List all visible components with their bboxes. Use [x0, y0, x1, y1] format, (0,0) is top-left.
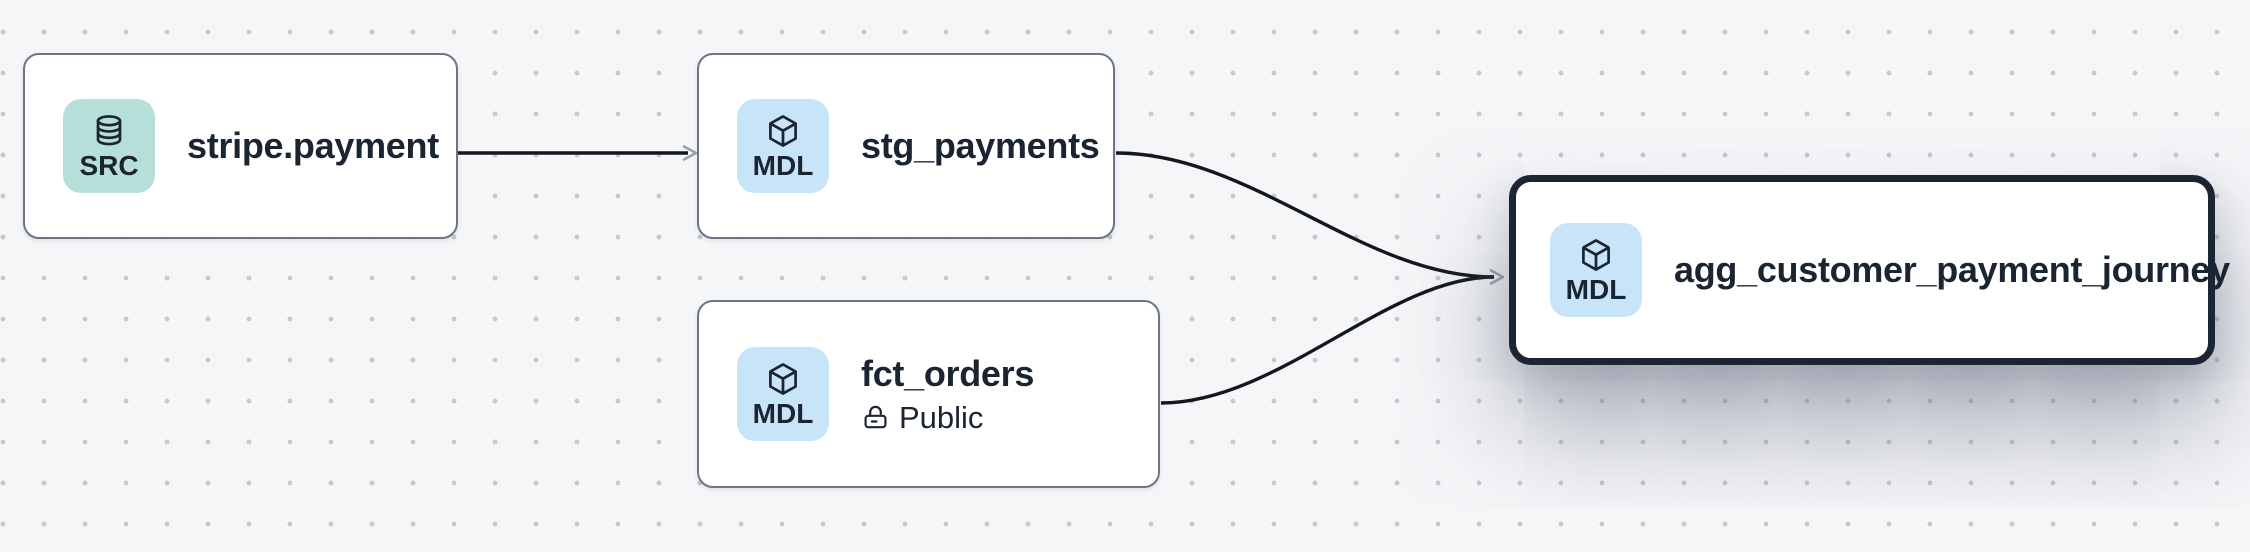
node-label: fct_orders — [861, 352, 1035, 394]
mdl-badge: MDL — [737, 347, 829, 441]
cube-icon — [769, 114, 797, 147]
lock-open-icon — [864, 405, 887, 429]
edge-fct-to-agg — [1160, 275, 1495, 405]
node-label: stg_payments — [861, 125, 1100, 166]
visibility-label: Public — [899, 399, 984, 435]
node-agg-customer-payment-journey[interactable]: MDL agg_customer_payment_journey — [1509, 175, 2230, 365]
cube-icon — [769, 362, 797, 395]
badge-label: MDL — [1565, 273, 1627, 305]
database-icon — [96, 114, 122, 145]
node-fct-orders[interactable]: MDL fct_orders Public — [697, 300, 1160, 488]
node-label: stripe.payment — [187, 125, 439, 166]
arrowhead-into-stg — [682, 145, 698, 161]
node-stg-payments[interactable]: MDL stg_payments — [697, 53, 1115, 239]
mdl-badge: MDL — [737, 99, 829, 193]
src-badge: SRC — [63, 99, 155, 193]
edge-stg-to-agg — [1115, 151, 1495, 279]
arrowhead-into-agg — [1489, 269, 1505, 285]
node-stripe-payment[interactable]: SRC stripe.payment — [23, 53, 458, 239]
visibility-row: Public — [861, 400, 1034, 436]
badge-label: MDL — [752, 397, 814, 429]
badge-label: MDL — [752, 149, 814, 181]
cube-icon — [1582, 238, 1610, 271]
badge-label: SRC — [79, 149, 139, 181]
mdl-badge: MDL — [1550, 223, 1642, 317]
node-label: agg_customer_payment_journey — [1674, 249, 2230, 290]
